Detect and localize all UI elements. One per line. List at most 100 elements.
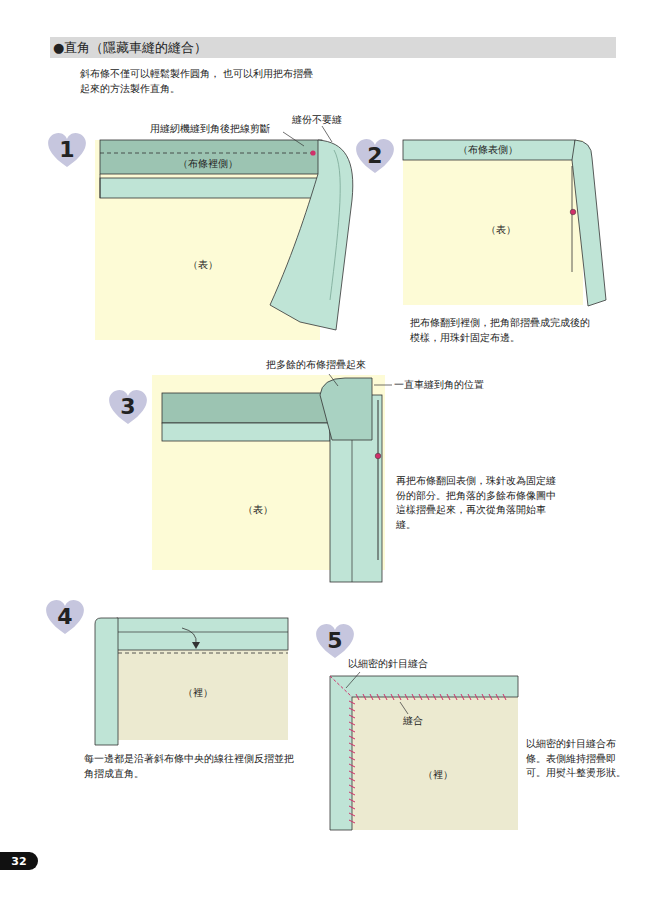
heart-shape bbox=[48, 133, 86, 167]
illustration-part bbox=[162, 393, 330, 423]
part-label: 用縫紉機縫到角後把線剪斷 bbox=[150, 122, 270, 137]
heart-shape bbox=[316, 624, 354, 658]
illustration-part bbox=[419, 694, 422, 700]
illustration-part bbox=[570, 209, 576, 215]
illustration-part bbox=[346, 672, 360, 688]
illustration-part bbox=[496, 694, 499, 700]
part-label: 縫合 bbox=[403, 714, 423, 729]
part-label: （表） bbox=[486, 223, 516, 238]
pill-shape bbox=[0, 852, 38, 870]
illustration-part bbox=[349, 750, 355, 753]
illustration-part bbox=[162, 423, 330, 441]
illustration-part bbox=[403, 140, 575, 160]
illustration-part bbox=[403, 140, 583, 305]
illustration-part bbox=[377, 694, 380, 700]
illustration-part bbox=[100, 140, 322, 174]
illustration-part bbox=[100, 174, 101, 198]
illustration-part bbox=[572, 166, 573, 272]
illustration-part bbox=[117, 618, 288, 650]
illustration-part bbox=[349, 799, 355, 802]
illustration-part bbox=[270, 140, 353, 330]
part-label: （布條裡側） bbox=[178, 157, 238, 172]
illustration-part bbox=[461, 694, 464, 700]
illustration-part bbox=[412, 694, 415, 700]
illustration-part bbox=[447, 694, 450, 700]
part-label: （布條表側） bbox=[458, 143, 518, 158]
illustration-part bbox=[349, 806, 355, 809]
illustration-part bbox=[426, 694, 429, 700]
instruction-note: 再把布條翻回表側，珠針改為固定縫份的部分。把角落的多餘布條像圖中這樣摺疊起來，再… bbox=[396, 474, 558, 532]
illustration-part bbox=[384, 694, 387, 700]
illustration-part bbox=[100, 178, 322, 198]
part-label: 縫份不要縫 bbox=[292, 113, 342, 128]
step-number: 1 bbox=[59, 137, 74, 162]
part-label: 一直車縫到角的位置 bbox=[394, 378, 484, 393]
illustration-part bbox=[283, 132, 304, 146]
illustration-part bbox=[398, 694, 401, 700]
step-number: 2 bbox=[367, 143, 382, 168]
step-number: 4 bbox=[57, 604, 72, 629]
step-heart: 5 bbox=[314, 622, 356, 662]
instruction-note: 斜布條不僅可以輕鬆製作圓角， 也可以利用把布摺疊起來的方法製作直角。 bbox=[80, 67, 320, 96]
step-number: 3 bbox=[120, 394, 135, 419]
illustration-part bbox=[349, 715, 355, 718]
illustration-part bbox=[503, 694, 506, 700]
illustration-part bbox=[391, 694, 394, 700]
illustration-part bbox=[475, 694, 478, 700]
illustration-part bbox=[192, 642, 200, 649]
page-number: 32 bbox=[0, 852, 38, 870]
illustration-part bbox=[349, 778, 355, 781]
illustration-part bbox=[349, 785, 355, 788]
part-label: （表） bbox=[243, 503, 273, 518]
illustration-part bbox=[349, 701, 355, 704]
illustration-part bbox=[349, 708, 355, 711]
illustration-part bbox=[118, 653, 288, 654]
illustration-part bbox=[572, 140, 606, 306]
illustration-part bbox=[363, 694, 366, 700]
illustration-part bbox=[482, 694, 485, 700]
step-heart: 4 bbox=[44, 598, 86, 638]
illustration-part bbox=[405, 694, 408, 700]
illustration-part bbox=[349, 694, 506, 823]
instruction-note: 以細密的針目縫合布條。表側維持摺疊即可。用熨斗整燙形狀。 bbox=[526, 737, 626, 781]
page-number-text: 32 bbox=[11, 855, 26, 868]
illustration-part bbox=[374, 385, 392, 386]
step-heart: 3 bbox=[107, 388, 149, 428]
illustration-part bbox=[400, 702, 408, 714]
illustration-part bbox=[349, 729, 355, 732]
illustration-part bbox=[489, 694, 492, 700]
illustration-part bbox=[349, 736, 355, 739]
illustration-part bbox=[468, 694, 471, 700]
illustration-part bbox=[330, 676, 352, 697]
illustration-part bbox=[349, 820, 355, 823]
heart-shape bbox=[356, 139, 394, 173]
illustration-part bbox=[117, 632, 288, 633]
part-label: （表） bbox=[188, 258, 218, 273]
illustration-part bbox=[329, 374, 338, 386]
step-heart: 1 bbox=[46, 131, 88, 171]
illustration-part bbox=[330, 676, 518, 830]
illustration-part bbox=[378, 400, 379, 560]
part-label: （裡） bbox=[183, 686, 213, 701]
illustration-part bbox=[310, 150, 315, 155]
part-label: 以細密的針目縫合 bbox=[348, 657, 428, 672]
part-label: 把多餘的布條摺疊起來 bbox=[266, 358, 366, 373]
illustration-part bbox=[100, 153, 313, 154]
illustration-part bbox=[349, 722, 355, 725]
illustration-part bbox=[352, 440, 353, 582]
heart-shape bbox=[46, 600, 84, 634]
illustration-part bbox=[370, 694, 373, 700]
illustration-part bbox=[95, 618, 118, 745]
illustration-part bbox=[349, 743, 355, 746]
illustration-part bbox=[375, 453, 381, 459]
illustration-part bbox=[349, 764, 355, 767]
illustration-part bbox=[322, 126, 332, 142]
part-label: （裡） bbox=[423, 768, 453, 783]
step-number: 5 bbox=[327, 628, 342, 653]
illustration-part bbox=[349, 771, 355, 774]
illustration-part bbox=[50, 37, 616, 58]
step-heart: 2 bbox=[354, 137, 396, 177]
